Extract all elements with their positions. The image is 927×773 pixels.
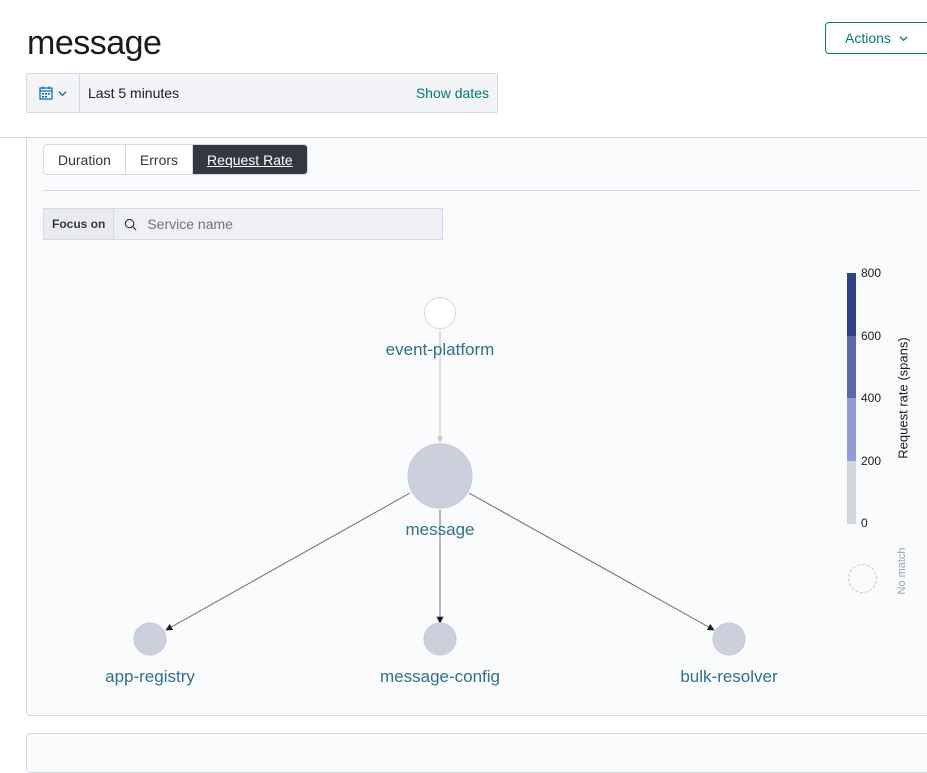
quick-select-button[interactable] bbox=[27, 74, 80, 112]
legend-tick: 0 bbox=[861, 516, 868, 530]
node-label-event-platform[interactable]: event-platform bbox=[385, 340, 495, 359]
show-dates-button[interactable]: Show dates bbox=[415, 85, 489, 101]
node-label-message-config[interactable]: message-config bbox=[379, 667, 501, 686]
legend-tick: 800 bbox=[861, 266, 882, 280]
no-match-indicator bbox=[848, 564, 877, 593]
legend-band bbox=[847, 336, 856, 398]
tab-request-rate[interactable]: Request Rate bbox=[193, 145, 307, 174]
divider bbox=[43, 190, 920, 191]
tab-duration[interactable]: Duration bbox=[44, 145, 126, 174]
service-name-input[interactable] bbox=[147, 216, 428, 232]
date-range-text[interactable]: Last 5 minutes bbox=[88, 85, 180, 101]
legend-band bbox=[847, 273, 856, 336]
node-message-config[interactable] bbox=[423, 622, 457, 656]
legend-band bbox=[847, 461, 856, 524]
chevron-down-icon bbox=[58, 90, 67, 96]
legend-tick: 600 bbox=[861, 329, 882, 343]
node-message[interactable] bbox=[407, 443, 473, 509]
node-event-platform[interactable] bbox=[424, 297, 456, 329]
no-match-label: No match bbox=[896, 547, 908, 595]
page-title: message bbox=[27, 24, 162, 62]
actions-label: Actions bbox=[845, 30, 891, 46]
tab-errors[interactable]: Errors bbox=[126, 145, 194, 174]
node-bulk-resolver[interactable] bbox=[712, 622, 746, 656]
calendar-icon bbox=[39, 86, 53, 100]
legend-tick: 200 bbox=[861, 454, 882, 468]
focus-input-wrap bbox=[114, 209, 442, 239]
divider bbox=[0, 137, 927, 138]
legend-color-scale bbox=[847, 273, 856, 524]
focus-label: Focus on bbox=[44, 209, 115, 239]
date-picker: Last 5 minutes Show dates bbox=[26, 73, 498, 113]
search-icon bbox=[125, 218, 137, 230]
legend-title: Request rate (spans) bbox=[895, 337, 911, 459]
legend-band bbox=[847, 398, 856, 461]
node-label-message[interactable]: message bbox=[405, 520, 475, 539]
focus-search: Focus on bbox=[43, 208, 443, 240]
chevron-down-icon bbox=[899, 35, 908, 41]
next-panel bbox=[26, 733, 927, 773]
node-label-bulk-resolver[interactable]: bulk-resolver bbox=[680, 667, 778, 686]
legend-tick: 400 bbox=[861, 391, 882, 405]
node-app-registry[interactable] bbox=[133, 622, 167, 656]
node-label-app-registry[interactable]: app-registry bbox=[105, 667, 195, 686]
metric-tabs: Duration Errors Request Rate bbox=[43, 144, 308, 175]
actions-button[interactable]: Actions bbox=[825, 22, 927, 54]
